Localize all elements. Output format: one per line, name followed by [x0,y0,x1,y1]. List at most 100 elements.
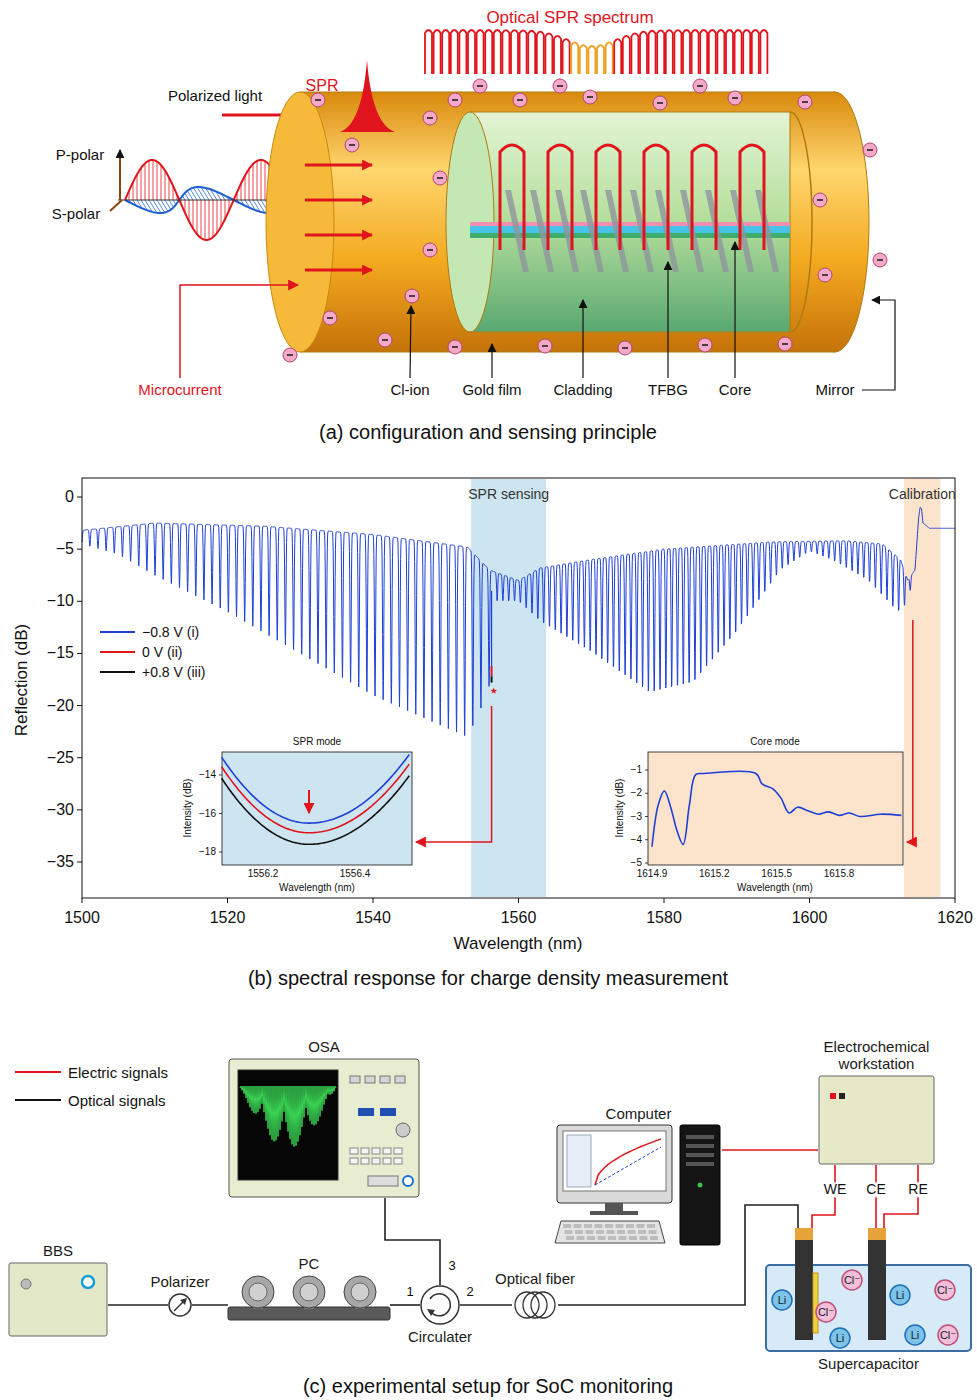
legend-line [100,651,135,653]
spr-dip [491,666,493,676]
ion-label: Cl⁻ [940,1329,956,1342]
axis-tick [77,862,82,863]
tick-label: 1540 [355,909,391,927]
tick-label: 1556.2 [248,868,279,880]
inset-title: SPR mode [293,736,341,748]
part-label: Core [719,381,752,398]
tick-label: −1 [631,764,642,776]
instrument-body [819,1076,934,1164]
paddle-hub [300,1283,318,1301]
osa-button [380,1108,396,1116]
osa-key [383,1158,391,1164]
osa-button [380,1076,390,1083]
leader-line [180,285,298,378]
legend-sample [100,662,135,682]
legend-text: Electric signals [68,1064,168,1081]
tick-label: 1615.2 [699,868,730,880]
fiber-loop [531,1292,555,1318]
lithium-ion [772,1290,792,1310]
part-label: Microcurrent [138,381,221,398]
spectrum-comb [442,30,449,74]
paddle [242,1276,274,1308]
circulator: Circulater [420,1285,460,1325]
switch [21,1279,31,1289]
terminal-label: CE [864,1182,887,1197]
inset-curve [222,776,410,845]
spectrum-comb [683,30,690,74]
inset-curve [222,764,410,833]
ion-charge [817,199,823,201]
s-polar-hatch [169,200,174,207]
terminal-label: WE [822,1182,849,1197]
tick-label: 1500 [64,909,100,927]
optical-fiber-line [558,1205,798,1305]
ion [538,339,552,353]
keyboard-key [586,1230,594,1234]
part-label: Gold film [462,381,521,398]
spectrum-comb [606,42,613,74]
axis-title: Intensity (dB) [614,779,626,838]
ion-charge [409,295,415,297]
keyboard-key [649,1230,657,1234]
ion [813,193,827,207]
tfbg-plane [530,190,554,272]
keyboard-key [566,1236,574,1240]
tfbg-plane [555,190,579,272]
ion-label: Li [896,1289,905,1302]
spectrum-comb [760,30,767,74]
osa-key [350,1158,358,1164]
tick-label: −4 [631,834,642,846]
fiber-sensor-illustration [110,30,895,390]
device-shape [168,1293,192,1317]
device-caption: Electrochemical workstation [802,1038,952,1073]
axis-title: Wavelength (nm) [279,882,355,894]
circulator-head [427,1309,435,1316]
fiber-coil: Optical fiber [512,1290,558,1320]
p-polar-hatch [257,161,258,200]
ion-charge [477,85,483,87]
spectrum-curve [82,507,955,735]
legend-entry: Optical signals [15,1090,166,1110]
inset-pointer [907,620,913,842]
tick-label: −25 [47,749,74,767]
tick-label: −35 [47,853,74,871]
leader-line [410,306,411,378]
power-light [698,1183,703,1188]
part-label: TFBG [648,381,688,398]
optical-fiber-line [108,1304,168,1306]
device-label: Computer [606,1105,672,1122]
tick-label: −30 [47,801,74,819]
polarizer-ring [169,1294,191,1316]
instrument-body [229,1059,419,1197]
keyboard-key [577,1236,585,1240]
axis-tick [219,852,222,853]
p-polar-hatch [197,200,198,234]
electrode-coating [813,1273,818,1333]
keyboard-key [598,1236,606,1240]
current-arrow [305,199,372,202]
guided-light [596,145,620,250]
spectrum-comb [649,31,656,74]
tick-label: −5 [631,857,642,869]
p-polar-hatch [189,200,190,221]
electrode [868,1228,886,1340]
osa-button [395,1076,405,1083]
guided-light [740,145,764,250]
device-label: Optical fiber [495,1270,575,1287]
legend-sample [100,642,135,662]
p-polar-hatch [201,200,202,238]
guided-light [500,145,524,250]
tick-label: 1560 [501,909,537,927]
electrochemical-workstation: Electrochemical workstation [818,1075,935,1165]
legend-sample [15,1090,61,1110]
lithium-ion [830,1328,850,1348]
spectrum-comb [571,42,578,74]
keyboard-key [565,1230,573,1234]
tower-slot [686,1162,714,1166]
spectrum-comb [511,30,518,74]
axis-tick [227,898,228,903]
legend-entry: +0.8 V (iii) [100,662,205,682]
monitor-screen [563,1131,666,1191]
s-polar-hatch [190,189,197,200]
spectrum-comb [451,30,458,74]
